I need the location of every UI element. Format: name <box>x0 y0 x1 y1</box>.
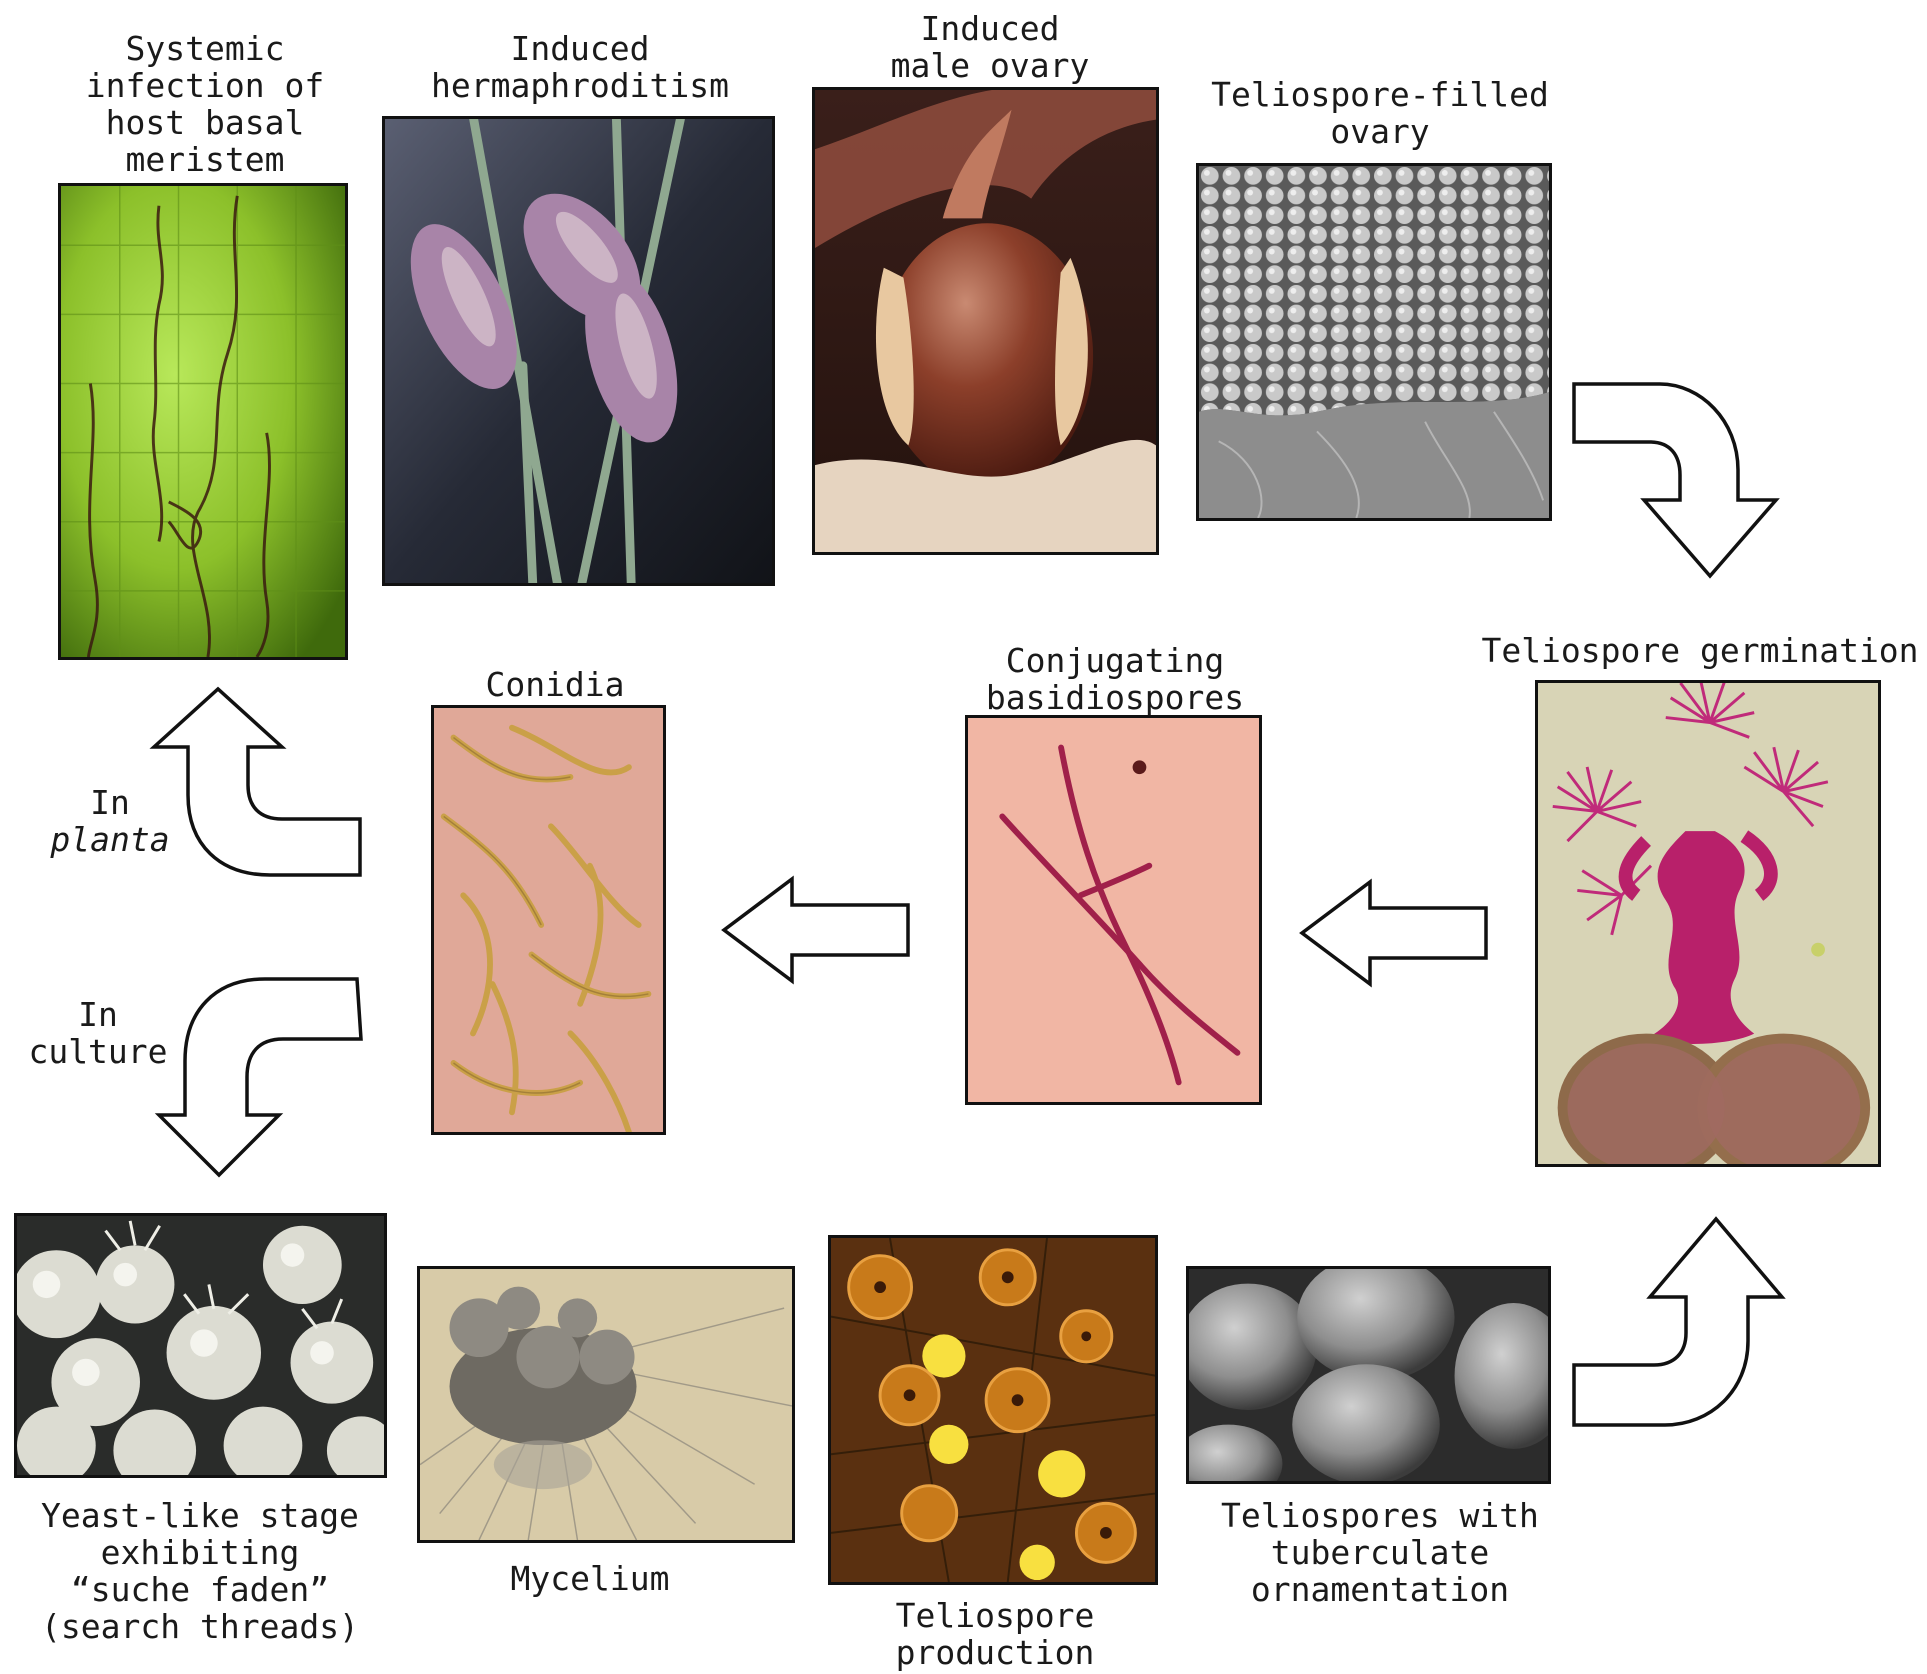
teliospore-germination-image <box>1538 683 1878 1164</box>
teliospores-tuberculate-image <box>1189 1269 1548 1481</box>
label-teliospore-filled-ovary: Teliospore-filled ovary <box>1211 75 1549 151</box>
male-ovary-image <box>815 90 1156 552</box>
photo-hermaphroditism <box>382 116 775 586</box>
conidia-image <box>434 708 663 1132</box>
arrow-basidiospores-to-conidia <box>721 875 910 985</box>
photo-basal-meristem <box>58 183 348 660</box>
label-systemic-infection: Systemic infection of host basal meriste… <box>85 29 325 179</box>
label-mycelium: Mycelium <box>510 1559 670 1598</box>
basal-meristem-image <box>61 186 345 657</box>
photo-filled-ovary <box>1196 163 1552 521</box>
curved-arrow-ovary-to-germination <box>1572 382 1780 579</box>
label-in-culture: In culture <box>28 995 168 1071</box>
photo-conjugating-basidiospores <box>965 715 1262 1105</box>
label-induced-male-ovary: Induced male ovary <box>890 9 1090 85</box>
label-teliospore-germination: Teliospore germination <box>1481 631 1919 670</box>
curved-arrow-tuberculate-to-germination <box>1572 1216 1786 1427</box>
arrow-germination-to-basidiospores <box>1299 878 1488 988</box>
label-induced-hermaphroditism: Induced hermaphroditism <box>430 29 729 105</box>
photo-male-ovary <box>812 87 1159 555</box>
curved-arrow-in-culture <box>154 977 363 1178</box>
label-yeast-like-stage: Yeast-like stage exhibiting “suche faden… <box>41 1496 359 1646</box>
photo-teliospore-germination <box>1535 680 1881 1167</box>
filled-ovary-image <box>1199 166 1549 518</box>
label-teliospore-production: Teliospore production <box>895 1596 1095 1672</box>
label-conjugating-basidiospores: Conjugating basidiospores <box>985 641 1245 717</box>
photo-teliospores-tuberculate <box>1186 1266 1551 1484</box>
photo-yeast-like-stage <box>14 1213 387 1478</box>
label-conidia: Conidia <box>485 665 625 704</box>
photo-conidia <box>431 705 666 1135</box>
hermaphroditism-image <box>385 119 772 583</box>
photo-mycelium <box>417 1266 795 1543</box>
yeast-like-stage-image <box>17 1216 384 1475</box>
label-teliospores-tuberculate: Teliospores with tuberculate ornamentati… <box>1221 1496 1539 1609</box>
conjugating-basidiospores-image <box>968 718 1259 1102</box>
photo-teliospore-production <box>828 1235 1158 1585</box>
teliospore-production-image <box>831 1238 1155 1582</box>
curved-arrow-in-planta <box>149 686 362 877</box>
mycelium-image <box>420 1269 792 1540</box>
